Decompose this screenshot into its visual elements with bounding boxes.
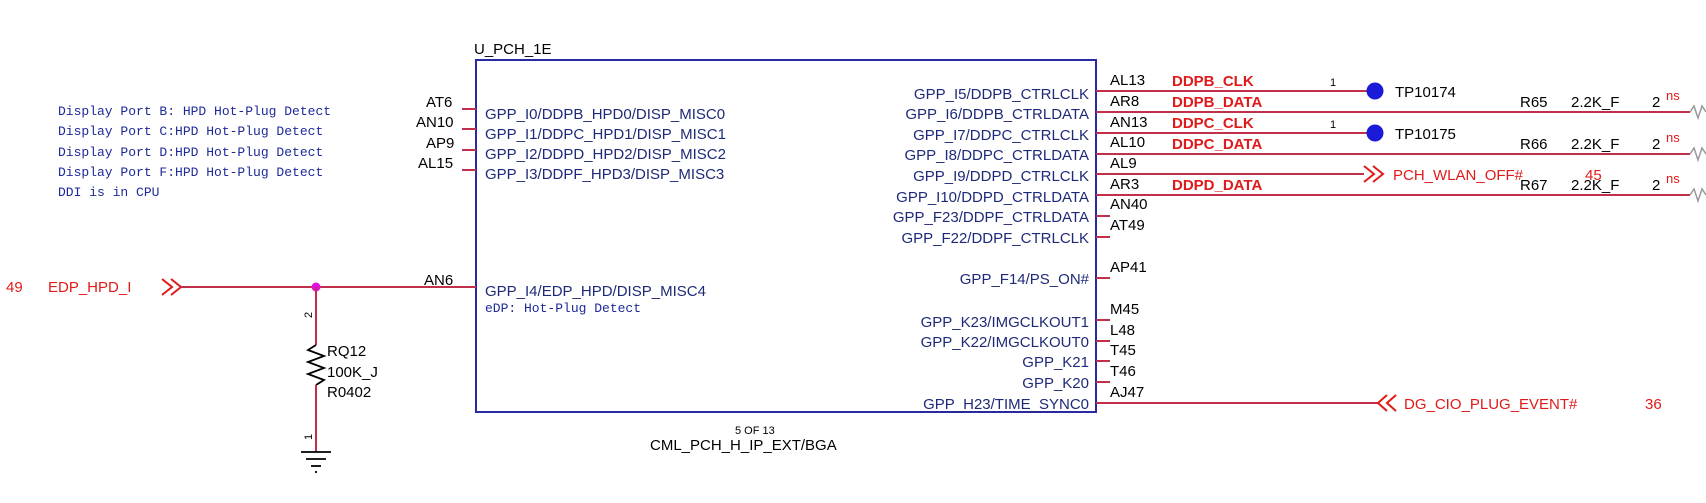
resistor-icon (305, 344, 327, 386)
right-pin-name: GPP_F22/DDPF_CTRLCLK (901, 230, 1089, 247)
left-pin-number: AP9 (426, 135, 454, 152)
rq12-value: 100K_J (327, 364, 378, 381)
right-pin-number: AN40 (1110, 196, 1148, 213)
resistor-tag: ns (1666, 130, 1680, 145)
note-line: Display Port D:HPD Hot-Plug Detect (58, 145, 323, 160)
net-label-wlan-off: PCH_WLAN_OFF# (1393, 167, 1524, 184)
left-pin-number: AT6 (426, 94, 452, 111)
right-pin-name: GPP_I6/DDPB_CTRLDATA (905, 106, 1089, 123)
right-pin-name: GPP_H23/TIME_SYNC0 (923, 396, 1089, 413)
component-part: CML_PCH_H_IP_EXT/BGA (650, 437, 837, 454)
left-pin-name: GPP_I2/DDPD_HPD2/DISP_MISC2 (485, 146, 726, 163)
net-label-ddpd-data: DDPD_DATA (1172, 177, 1262, 194)
resistor-pin: 2 (1652, 94, 1660, 111)
right-pin-number: T45 (1110, 342, 1136, 359)
resistor-icon (1689, 187, 1706, 204)
offpage-connector-out-icon (1372, 165, 1385, 183)
edp-page-ref: 49 (6, 279, 23, 296)
resistor-tag: ns (1666, 88, 1680, 103)
right-pin-name: GPP_F23/DDPF_CTRLDATA (893, 209, 1089, 226)
wlan-page-ref: 45 (1585, 167, 1602, 184)
right-pin-name: GPP_I10/DDPD_CTRLDATA (896, 189, 1089, 206)
note-line: DDI is in CPU (58, 185, 159, 200)
resistor-value: 2.2K_F (1571, 136, 1619, 153)
left-pin-name: GPP_I3/DDPF_HPD3/DISP_MISC3 (485, 166, 724, 183)
offpage-connector-in-icon (1376, 394, 1388, 412)
net-label-ddpb-data: DDPB_DATA (1172, 94, 1262, 111)
right-pin-number: M45 (1110, 301, 1139, 318)
right-pin-number: AL13 (1110, 72, 1145, 89)
resistor-icon (1689, 146, 1706, 163)
resistor-pin: 2 (1652, 136, 1660, 153)
left-pin-number: AL15 (418, 155, 453, 172)
ground-icon (301, 451, 331, 473)
right-pin-number: AR3 (1110, 176, 1139, 193)
resistor-icon (1689, 104, 1706, 121)
right-pin-number: AJ47 (1110, 384, 1144, 401)
resistor-value: 2.2K_F (1571, 177, 1619, 194)
net-label-ddpb-clk: DDPB_CLK (1172, 73, 1254, 90)
left-pin-number: AN6 (424, 272, 453, 289)
resistor-tag: ns (1666, 171, 1680, 186)
right-pin-name: GPP_I5/DDPB_CTRLCLK (914, 86, 1089, 103)
test-point-icon[interactable] (1366, 124, 1384, 142)
right-pin-name: GPP_F14/PS_ON# (960, 271, 1090, 288)
tp-pin-number: 1 (1330, 119, 1336, 131)
tp-pin-number: 1 (1330, 77, 1336, 89)
right-pin-name: GPP_K22/IMGCLKOUT0 (921, 334, 1089, 351)
right-pin-name: GPP_K21 (1022, 354, 1089, 371)
offpage-connector-in-icon (1385, 394, 1397, 412)
resistor-ref: R66 (1520, 136, 1548, 153)
right-pin-number: AN13 (1110, 114, 1148, 131)
offpage-connector-in-icon (161, 278, 174, 296)
right-pin-name: GPP_K23/IMGCLKOUT1 (921, 314, 1089, 331)
right-pin-name: GPP_K20 (1022, 375, 1089, 392)
test-point-label: TP10174 (1395, 84, 1456, 101)
right-pin-number: AT49 (1110, 217, 1145, 234)
left-pin-name: GPP_I1/DDPC_HPD1/DISP_MISC1 (485, 126, 726, 143)
rq12-ref: RQ12 (327, 343, 366, 360)
resistor-ref: R65 (1520, 94, 1548, 111)
net-label-dg-cio: DG_CIO_PLUG_EVENT# (1404, 396, 1578, 413)
rq12-package: R0402 (327, 384, 371, 401)
right-pin-number: AL9 (1110, 155, 1137, 172)
edp-note: eDP: Hot-Plug Detect (485, 301, 641, 316)
right-pin-name: GPP_I7/DDPC_CTRLCLK (913, 127, 1089, 144)
note-line: Display Port F:HPD Hot-Plug Detect (58, 165, 323, 180)
left-pin-name: GPP_I4/EDP_HPD/DISP_MISC4 (485, 283, 706, 300)
right-pin-name: GPP_I8/DDPC_CTRLDATA (905, 147, 1090, 164)
component-refdes: U_PCH_1E (474, 41, 552, 58)
right-pin-number: AP41 (1110, 259, 1147, 276)
right-pin-number: AL10 (1110, 134, 1145, 151)
note-line: Display Port C:HPD Hot-Plug Detect (58, 124, 323, 139)
rq12-pin-bottom: 1 (303, 434, 315, 440)
right-pin-name: GPP_I9/DDPD_CTRLCLK (913, 168, 1089, 185)
rq12-pin-top: 2 (303, 312, 315, 318)
offpage-connector-out-icon (1363, 165, 1376, 183)
resistor-pin: 2 (1652, 177, 1660, 194)
right-pin-number: AR8 (1110, 93, 1139, 110)
resistor-ref: R67 (1520, 177, 1548, 194)
resistor-value: 2.2K_F (1571, 94, 1619, 111)
left-pin-number: AN10 (416, 114, 454, 131)
right-pin-number: T46 (1110, 363, 1136, 380)
edp-hpd-net-label: EDP_HPD_I (48, 279, 131, 296)
component-page: 5 OF 13 (735, 425, 775, 437)
right-pin-number: L48 (1110, 322, 1135, 339)
test-point-label: TP10175 (1395, 126, 1456, 143)
test-point-icon[interactable] (1366, 82, 1384, 100)
net-label-ddpc-clk: DDPC_CLK (1172, 115, 1254, 132)
dg-page-ref: 36 (1645, 396, 1662, 413)
note-line: Display Port B: HPD Hot-Plug Detect (58, 104, 331, 119)
net-label-ddpc-data: DDPC_DATA (1172, 136, 1262, 153)
left-pin-name: GPP_I0/DDPB_HPD0/DISP_MISC0 (485, 106, 725, 123)
